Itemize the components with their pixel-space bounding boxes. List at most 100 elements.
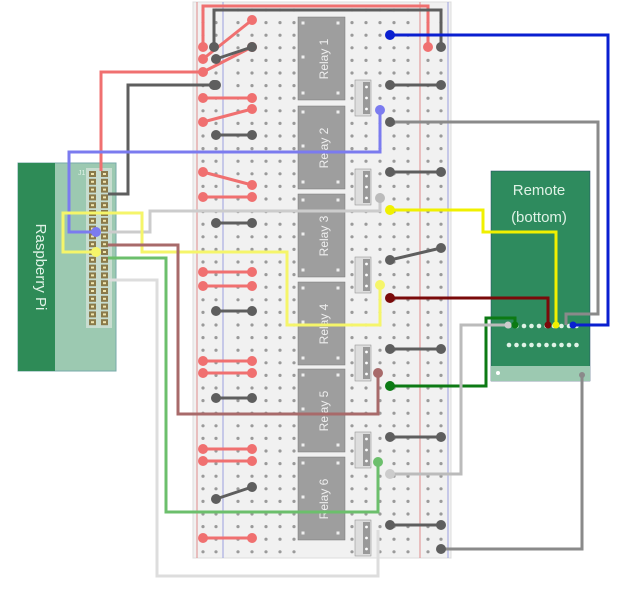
breadboard-hole	[364, 310, 368, 314]
remote-pin-bottom	[544, 342, 549, 348]
relay-terminal-screw	[365, 448, 368, 452]
breadboard-hole	[278, 386, 282, 390]
breadboard-hole	[350, 273, 354, 277]
breadboard-hole	[236, 71, 240, 75]
breadboard-hole	[250, 474, 254, 478]
breadboard-hole	[350, 525, 354, 529]
breadboard-hole	[236, 550, 240, 554]
breadboard-hole	[426, 184, 430, 188]
breadboard-hole	[292, 449, 296, 453]
breadboard-hole	[392, 499, 396, 503]
jumper-end	[247, 104, 257, 114]
jumper-end	[385, 520, 395, 530]
breadboard-hole	[250, 336, 254, 340]
breadboard-hole	[214, 462, 218, 466]
pi-header-label: J1	[78, 170, 86, 177]
breadboard-hole	[350, 21, 354, 25]
jumper-end	[198, 54, 208, 64]
remote-pins	[496, 323, 579, 375]
breadboard-hole	[406, 109, 410, 113]
breadboard-hole	[406, 159, 410, 163]
breadboard-hole	[364, 386, 368, 390]
breadboard-hole	[214, 147, 218, 151]
breadboard-hole	[378, 273, 382, 277]
breadboard-hole	[264, 361, 268, 365]
breadboard-hole	[350, 361, 354, 365]
breadboard-hole	[292, 172, 296, 176]
breadboard-hole	[439, 323, 443, 327]
breadboard-hole	[406, 247, 410, 251]
breadboard-hole	[236, 260, 240, 264]
breadboard-hole	[264, 46, 268, 50]
breadboard-hole	[236, 336, 240, 340]
wire-relay1-signal	[108, 278, 380, 578]
wire-end	[385, 469, 395, 479]
relay-pin	[336, 110, 340, 114]
jumper-end	[247, 93, 257, 103]
breadboard-hole	[278, 285, 282, 289]
jumper-end	[198, 533, 208, 543]
jumper-end	[247, 533, 257, 543]
wire-remote-yellow	[390, 208, 558, 325]
wire-end	[423, 42, 433, 52]
breadboard-hole	[439, 373, 443, 377]
relay-pin	[336, 91, 340, 95]
jumper-end	[385, 344, 395, 354]
breadboard-hole	[278, 96, 282, 100]
breadboard-hole	[350, 147, 354, 151]
breadboard-hole	[350, 373, 354, 377]
breadboard-hole	[214, 109, 218, 113]
breadboard-hole	[201, 399, 205, 403]
breadboard-hole	[364, 222, 368, 226]
breadboard-hole	[214, 298, 218, 302]
breadboard-hole	[278, 33, 282, 37]
breadboard-hole	[264, 147, 268, 151]
gpio-pin-pad	[91, 235, 94, 238]
breadboard-hole	[292, 184, 296, 188]
breadboard-hole	[439, 512, 443, 516]
breadboard-hole	[378, 71, 382, 75]
breadboard-hole	[236, 348, 240, 352]
relay-3: Relay 3	[297, 193, 372, 294]
breadboard-hole	[214, 159, 218, 163]
breadboard-hole	[236, 58, 240, 63]
remote-pin-bottom	[551, 342, 557, 348]
relay-pin	[301, 320, 305, 324]
gpio-pin-pad	[91, 204, 94, 207]
breadboard-hole	[201, 310, 205, 314]
pi-strip	[18, 163, 55, 371]
jumper-wire-gray	[389, 246, 442, 262]
breadboard-hole	[264, 121, 268, 125]
breadboard-hole	[292, 487, 296, 491]
breadboard-hole	[250, 386, 254, 390]
relay-pin	[301, 55, 305, 59]
breadboard-hole	[214, 348, 218, 352]
breadboard-hole	[392, 411, 396, 415]
breadboard-hole	[392, 159, 396, 163]
breadboard-hole	[392, 58, 396, 63]
breadboard-hole	[264, 235, 268, 239]
breadboard-hole	[378, 159, 382, 163]
breadboard-hole	[350, 46, 354, 50]
gpio-pin-pad	[91, 274, 94, 277]
gpio-pin-pad	[103, 313, 106, 316]
breadboard-hole	[406, 449, 410, 453]
breadboard-hole	[350, 474, 354, 478]
breadboard-hole	[236, 386, 240, 390]
breadboard-hole	[278, 323, 282, 327]
breadboard-hole	[201, 348, 205, 352]
breadboard-hole	[292, 462, 296, 466]
jumper-wire-red	[202, 18, 253, 61]
breadboard-hole	[378, 172, 382, 176]
breadboard-hole	[250, 348, 254, 352]
breadboard-hole	[236, 424, 240, 428]
relay-pin	[336, 286, 340, 290]
breadboard-hole	[278, 525, 282, 529]
breadboard-hole	[292, 373, 296, 377]
breadboard-hole	[439, 399, 443, 403]
gpio-pin-pad	[91, 173, 94, 175]
relay-pin	[301, 198, 305, 202]
jumper-wire-red	[202, 107, 253, 124]
relay-pin	[301, 461, 305, 465]
